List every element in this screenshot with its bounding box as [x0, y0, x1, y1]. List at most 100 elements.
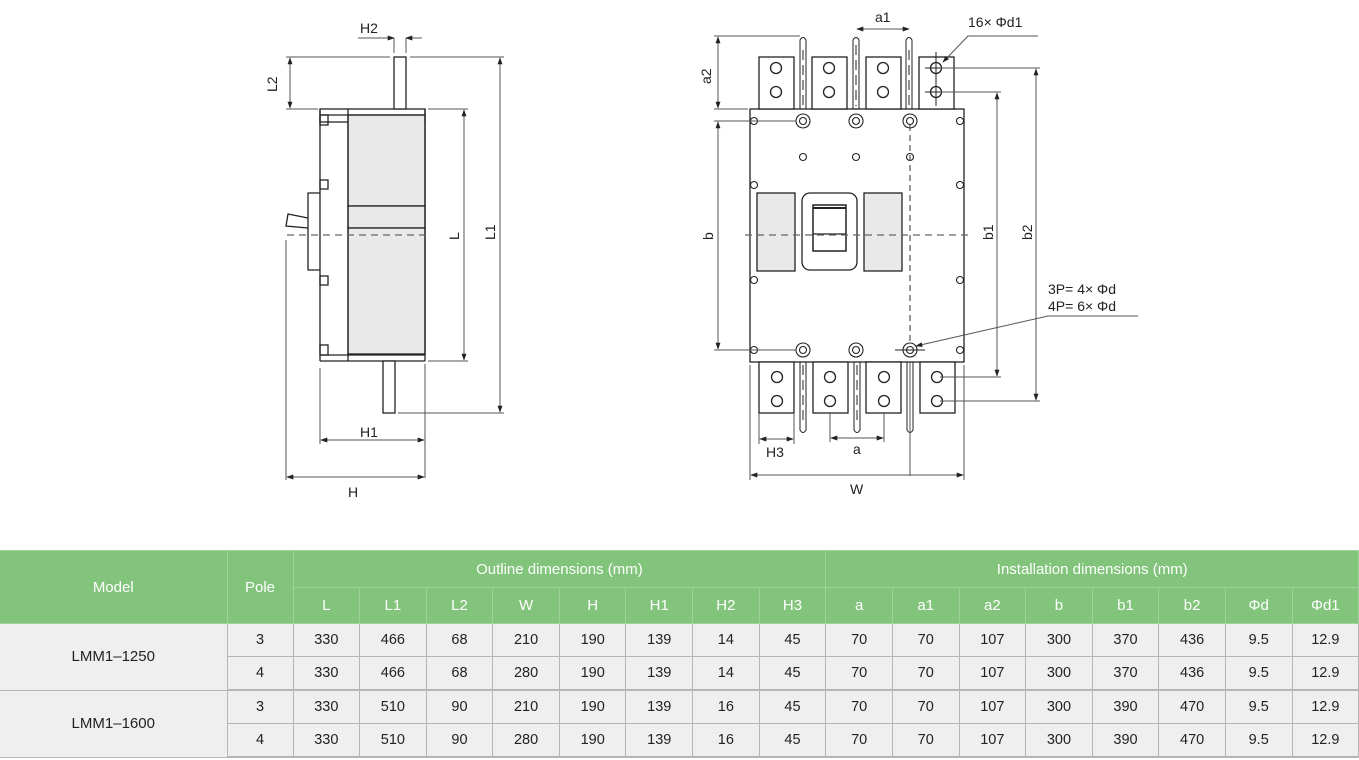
value-cell: 45	[758, 656, 827, 691]
label-H2: H2	[360, 20, 378, 36]
column-header: a2	[958, 587, 1027, 624]
value-cell: 14	[692, 656, 760, 691]
label-W: W	[850, 481, 864, 497]
value-cell: 370	[1091, 623, 1160, 657]
value-cell: 139	[625, 656, 694, 691]
value-cell: 510	[359, 723, 427, 758]
front-view-dimensions	[714, 26, 1138, 480]
value-cell: 70	[891, 656, 960, 691]
column-header: H	[558, 587, 627, 624]
column-header: Φd1	[1291, 587, 1359, 624]
value-cell: 9.5	[1224, 723, 1293, 758]
value-cell: 107	[958, 723, 1027, 758]
label-H3: H3	[766, 444, 784, 460]
callout-mount-holes-3p: 3P= 4× Φd	[1048, 281, 1116, 297]
value-cell: 510	[359, 690, 427, 724]
value-cell: 330	[292, 690, 361, 724]
value-cell: 139	[625, 623, 694, 657]
value-cell: 14	[692, 623, 760, 657]
pole-cell: 3	[226, 623, 294, 657]
side-view-labels: H2 L2 L L1 H1 H	[264, 20, 498, 500]
value-cell: 390	[1091, 723, 1160, 758]
value-cell: 70	[891, 623, 960, 657]
value-cell: 330	[292, 723, 361, 758]
column-header: L1	[359, 587, 427, 624]
column-header: W	[492, 587, 560, 624]
top-terminals	[758, 52, 955, 110]
value-cell: 190	[558, 723, 627, 758]
value-cell: 12.9	[1291, 723, 1359, 758]
value-cell: 470	[1158, 690, 1226, 724]
value-cell: 45	[758, 690, 827, 724]
side-view	[285, 56, 428, 414]
front-view-labels: a1 a2 b b1 b2 H3 a W 16× Φd1 3P= 4× Φd 4…	[698, 9, 1116, 497]
label-b2: b2	[1019, 224, 1035, 240]
label-L2: L2	[264, 76, 280, 92]
column-header: Φd	[1224, 587, 1293, 624]
side-body-gray-lower	[347, 227, 426, 355]
value-cell: 68	[425, 623, 494, 657]
pole-cell: 4	[227, 723, 294, 758]
column-header: H3	[758, 587, 827, 624]
value-cell: 280	[492, 656, 560, 691]
value-cell: 12.9	[1291, 690, 1359, 724]
pole-cell: 4	[227, 656, 294, 691]
side-top-bar	[393, 56, 407, 110]
dimension-table: Model Pole Outline dimensions (mm) Insta…	[0, 550, 1359, 758]
column-header: L2	[425, 587, 494, 624]
column-header: H1	[625, 587, 694, 624]
label-a1: a1	[875, 9, 891, 25]
value-cell: 300	[1025, 723, 1093, 758]
right-window	[863, 192, 903, 272]
label-b: b	[700, 232, 716, 240]
top-phase-barriers	[799, 37, 913, 109]
value-cell: 70	[825, 723, 893, 758]
value-cell: 190	[558, 690, 627, 724]
callout-terminal-holes: 16× Φd1	[968, 14, 1023, 30]
value-cell: 280	[492, 723, 560, 758]
value-cell: 210	[492, 690, 560, 724]
value-cell: 390	[1091, 690, 1160, 724]
value-cell: 300	[1025, 623, 1093, 657]
model-cell: LMM1–1250	[0, 623, 228, 691]
column-header: b1	[1091, 587, 1160, 624]
bottom-terminals	[758, 361, 956, 414]
value-cell: 436	[1158, 623, 1226, 657]
label-a: a	[853, 441, 861, 457]
value-cell: 70	[825, 656, 893, 691]
value-cell: 300	[1025, 690, 1093, 724]
side-body-gray-upper	[347, 114, 426, 207]
column-header: H2	[692, 587, 760, 624]
side-view-dimensions	[285, 35, 504, 480]
value-cell: 139	[625, 690, 694, 724]
column-header: b	[1025, 587, 1093, 624]
value-cell: 190	[558, 623, 627, 657]
value-cell: 70	[825, 690, 893, 724]
left-window	[756, 192, 796, 272]
value-cell: 12.9	[1291, 623, 1359, 657]
value-cell: 9.5	[1224, 656, 1293, 691]
value-cell: 9.5	[1224, 623, 1293, 657]
column-header: b2	[1158, 587, 1226, 624]
value-cell: 210	[492, 623, 560, 657]
handle-toggle	[812, 204, 847, 252]
label-L: L	[446, 232, 462, 240]
value-cell: 139	[625, 723, 694, 758]
value-cell: 16	[692, 690, 760, 724]
value-cell: 70	[891, 690, 960, 724]
value-cell: 9.5	[1224, 690, 1293, 724]
value-cell: 90	[425, 690, 494, 724]
value-cell: 68	[425, 656, 494, 691]
value-cell: 466	[359, 656, 427, 691]
side-bottom-bar	[382, 360, 396, 414]
label-H1: H1	[360, 424, 378, 440]
value-cell: 107	[958, 690, 1027, 724]
value-cell: 12.9	[1291, 656, 1359, 691]
dimension-drawing: H2 L2 L L1 H1 H	[264, 9, 1138, 500]
value-cell: 436	[1158, 656, 1226, 691]
value-cell: 107	[958, 623, 1027, 657]
header-installation-dimensions: Installation dimensions (mm)	[825, 550, 1359, 588]
